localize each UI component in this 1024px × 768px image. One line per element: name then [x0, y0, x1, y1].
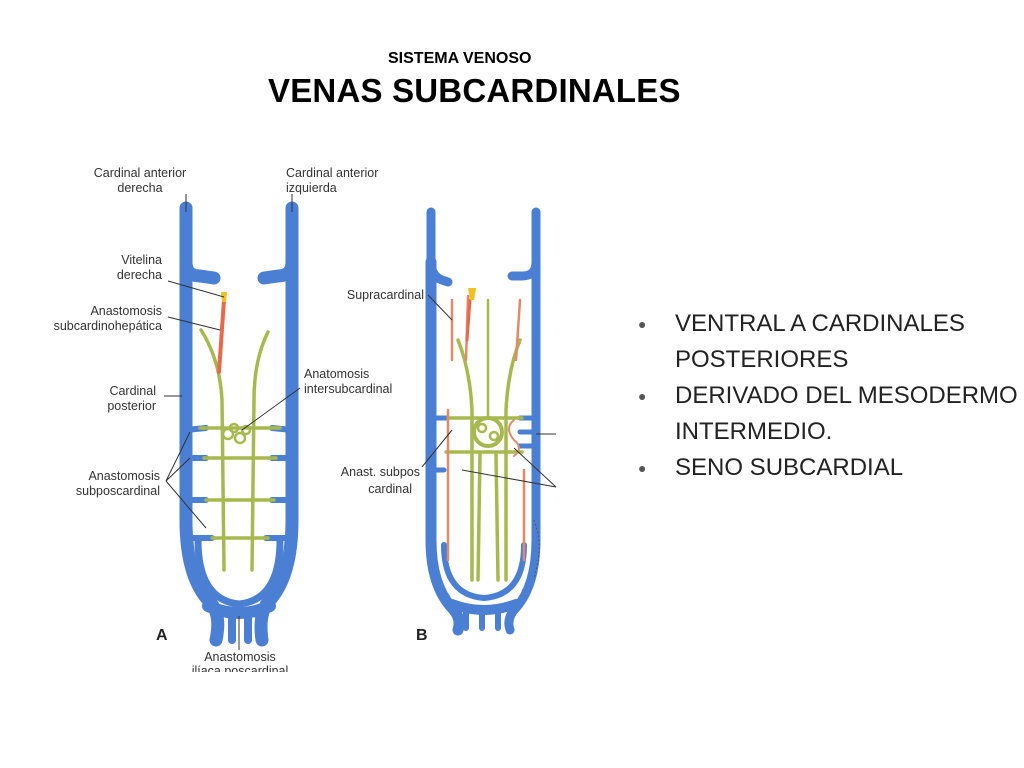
panel-b-subcardinal-veins — [444, 298, 524, 582]
label-supracardinal: Supracardinal — [347, 288, 424, 302]
label-cardinal-posterior-line1: Cardinal — [109, 384, 156, 398]
panel-a-cardinal-veins — [179, 201, 299, 647]
slide-title: VENAS SUBCARDINALES — [268, 72, 681, 109]
bullet-item: SENO SUBCARDIAL — [634, 450, 1024, 486]
bullet-list: VENTRAL A CARDINALES POSTERIORES DERIVAD… — [634, 306, 1024, 486]
panel-b-vitelline-vein — [465, 288, 476, 342]
label-anastomosis-iliaca-line1: Anastomosis — [204, 650, 276, 664]
bullet-item: VENTRAL A CARDINALES POSTERIORES — [634, 306, 1024, 378]
label-vitelina-line1: Vitelina — [121, 253, 162, 267]
label-anatomosis-intersubcardinal-line2: intersubcardinal — [304, 382, 392, 396]
panel-a-leader-lines — [164, 194, 301, 650]
panel-a-vitelline-vein — [217, 292, 227, 374]
label-anastomosis-subcardinohepatica-line1: Anastomosis — [90, 304, 162, 318]
label-cardinal-posterior-line2: posterior — [107, 399, 156, 413]
panel-b-cardinal-veins — [425, 207, 541, 636]
label-anast-subpos-line1: Anast. subpos — [341, 465, 420, 479]
panel-b-leader-lines — [421, 294, 557, 488]
slide-subtitle: SISTEMA VENOSO — [388, 50, 532, 67]
diagram-labels: Cardinal anterior derecha Cardinal anter… — [54, 166, 424, 678]
panel-b-dashed-outline — [533, 519, 540, 579]
label-anastomosis-subposcardinal-line2: subposcardinal — [76, 484, 160, 498]
label-anastomosis-subcardinohepatica-line2: subcardinohepática — [54, 319, 162, 333]
label-cardinal-anterior-izquierda-line1: Cardinal anterior — [286, 166, 378, 180]
label-anatomosis-intersubcardinal-line1: Anatomosis — [304, 367, 369, 381]
label-anastomosis-subposcardinal-line1: Anastomosis — [88, 469, 160, 483]
panel-b-letter: B — [416, 627, 428, 644]
panel-a-subcardinal-veins — [198, 328, 282, 572]
label-vitelina-line2: derecha — [117, 268, 162, 282]
panel-b-diagram: B — [416, 207, 557, 644]
bullet-item: DERIVADO DEL MESODERMO INTERMEDIO. — [634, 378, 1024, 450]
panel-a-letter: A — [156, 627, 168, 644]
label-anastomosis-iliaca-line2: ilíaca poscardinal — [192, 664, 289, 678]
label-anast-subpos-line2: cardinal — [368, 482, 412, 496]
panel-a-diagram: A — [156, 194, 301, 650]
label-cardinal-anterior-izquierda-line2: izquierda — [286, 181, 337, 195]
label-cardinal-anterior-derecha-line1: Cardinal anterior — [94, 166, 186, 180]
label-cardinal-anterior-derecha-line2: derecha — [117, 181, 162, 195]
